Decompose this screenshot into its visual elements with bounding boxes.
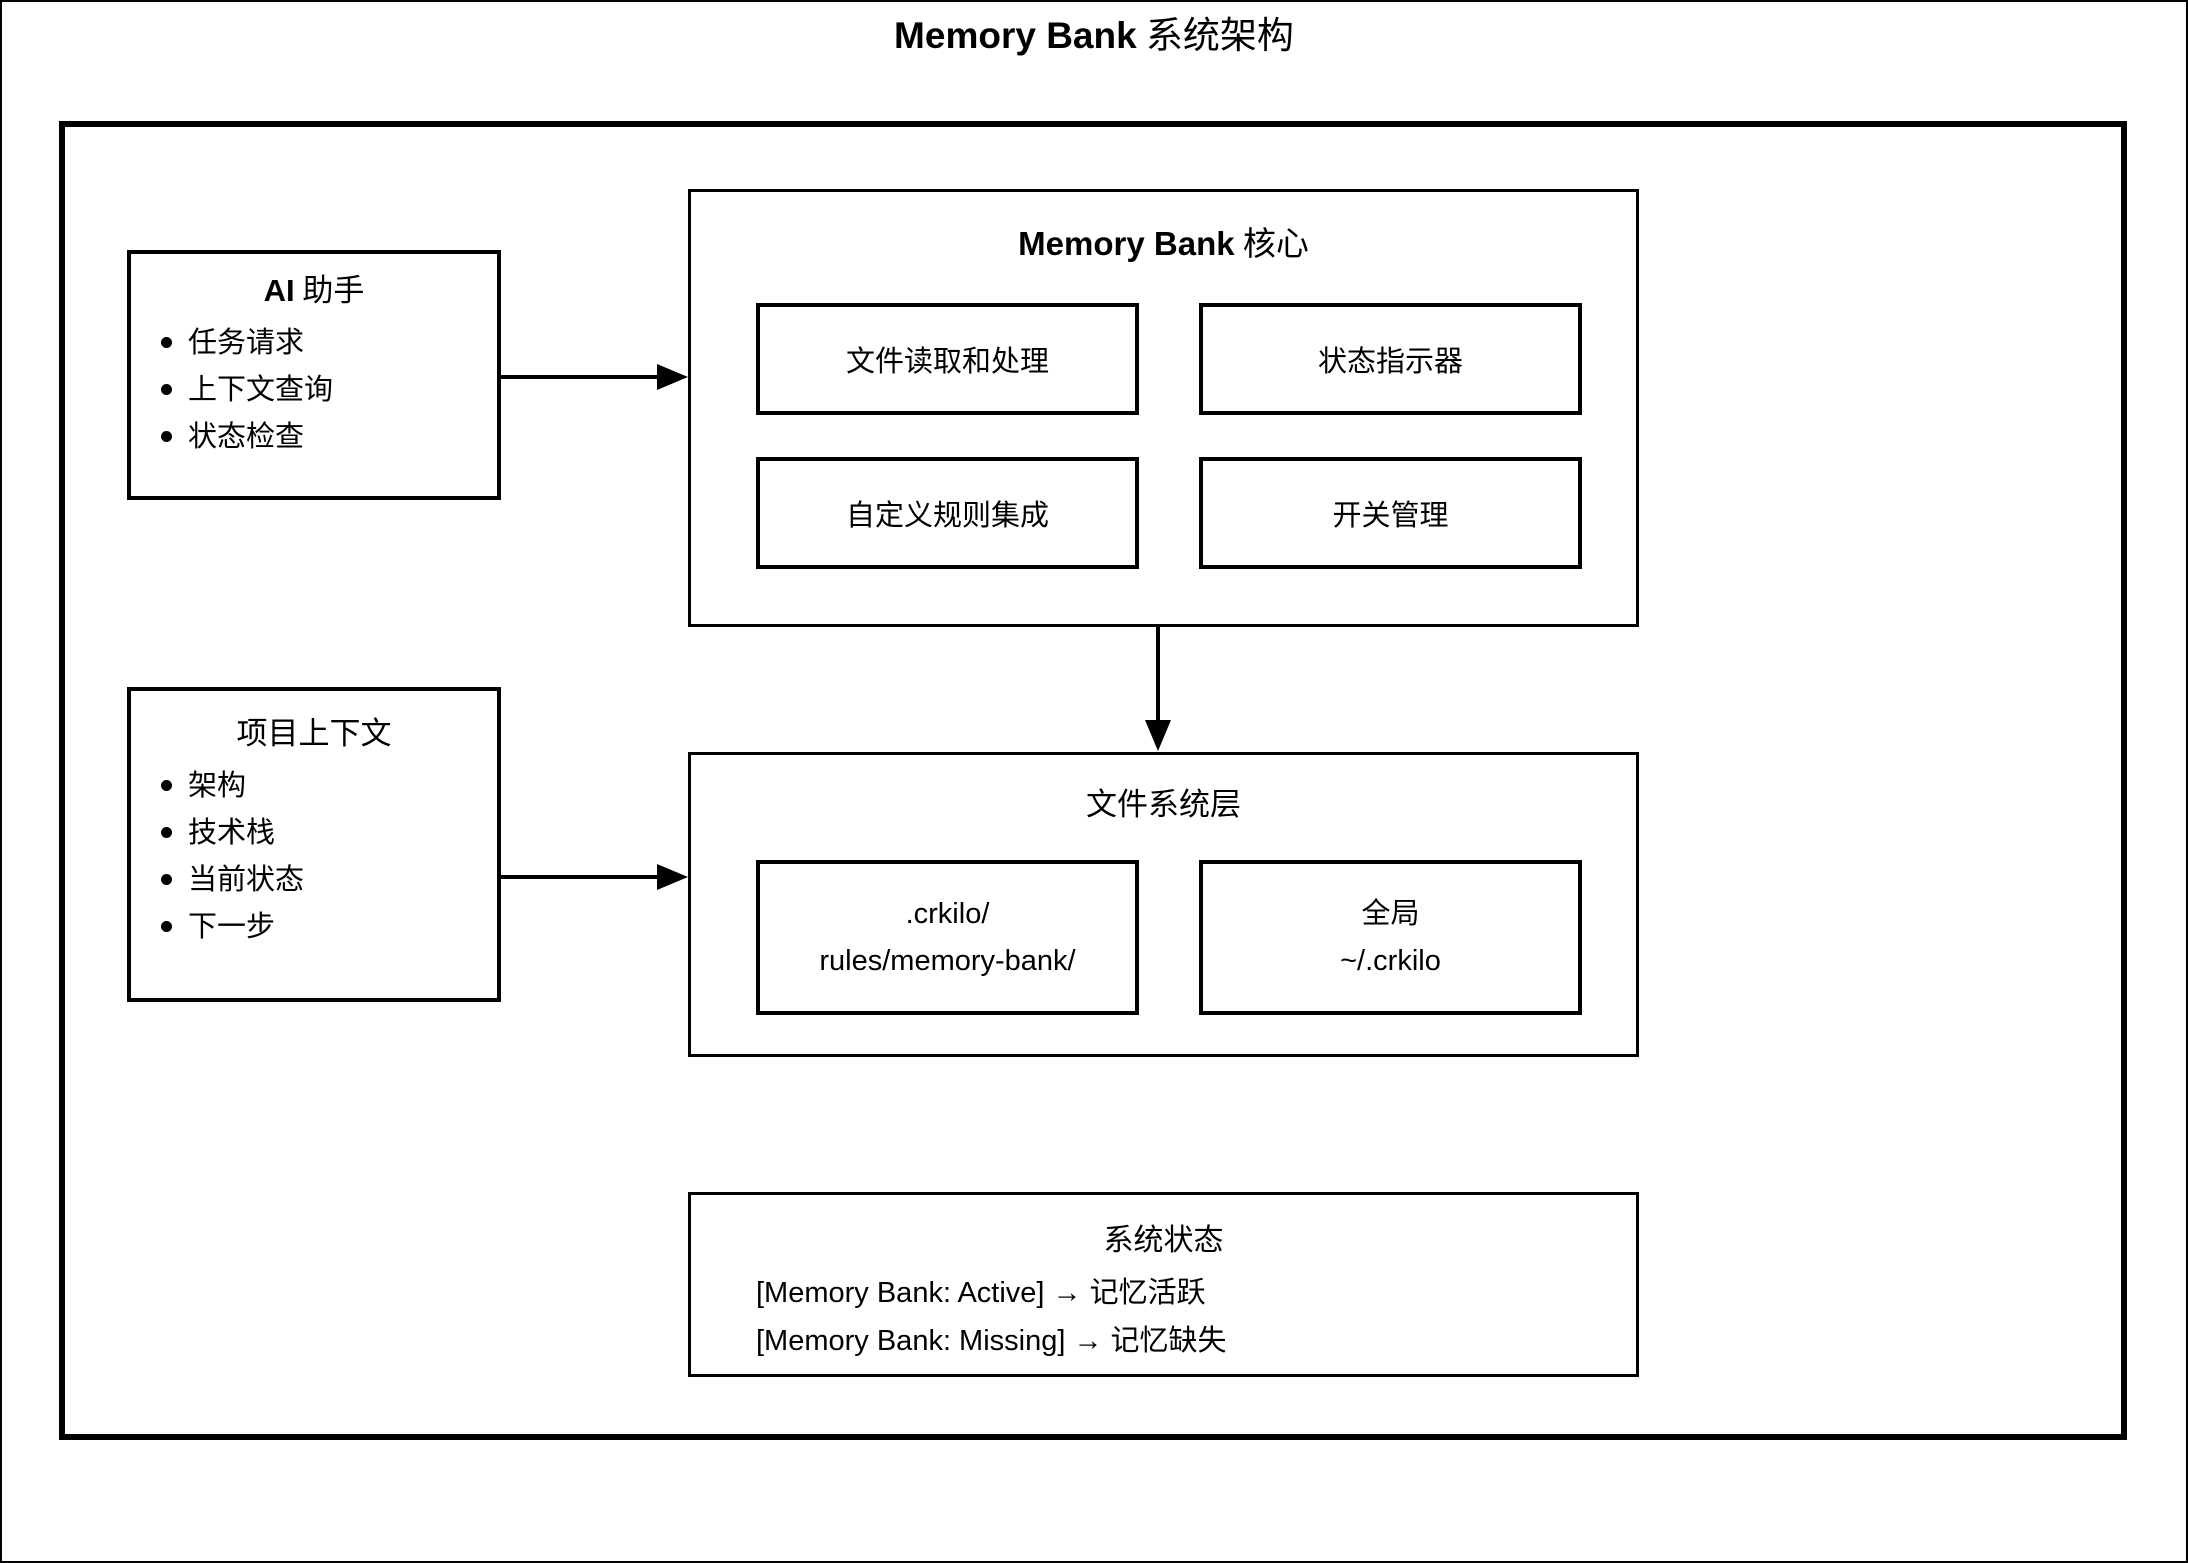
node-project-context-title: 项目上下文 [236,716,392,751]
core-title-cjk: 核心 [1234,227,1309,263]
system-status-lines: [Memory Bank: Active] → 记忆活跃 [Memory Ban… [756,1269,1227,1365]
ai-assistant-bullet-list: 任务请求 上下文查询 状态检查 [161,320,497,461]
core-title-latin: Memory Bank [1018,225,1235,262]
section-filesystem-layer: 文件系统层 .crkilo/ rules/memory-bank/ 全局 ~/.… [688,752,1639,1057]
bullet-item: 任务请求 [161,320,497,367]
fs-node-path-line: ~/.crkilo [1340,944,1441,977]
module-status-indicator: 状态指示器 [1199,303,1582,415]
outer-frame [59,121,2127,1440]
node-ai-assistant-title-latin: AI [263,273,295,308]
fs-node-path-line: .crkilo/ [905,897,990,930]
node-ai-assistant: AI 助手 任务请求 上下文查询 状态检查 [127,250,501,500]
bullet-item: 状态检查 [161,414,497,461]
node-project-context: 项目上下文 架构 技术栈 当前状态 下一步 [127,687,501,1002]
status-line-missing: [Memory Bank: Missing] → 记忆缺失 [756,1325,1227,1357]
fs-node-global-label: 全局 [1361,897,1420,930]
page-title-cjk: 系统架构 [1136,16,1294,57]
arrow-core-to-filesystem-head-icon [1145,720,1171,751]
module-file-read-processing: 文件读取和处理 [756,303,1139,415]
bullet-item: 上下文查询 [161,367,497,414]
section-system-status: 系统状态 [Memory Bank: Active] → 记忆活跃 [Memor… [688,1192,1639,1377]
section-memory-bank-core-title: Memory Bank 核心 [691,224,1636,265]
arrow-context-to-filesystem-line [501,875,659,879]
node-ai-assistant-title-cjk: 助手 [294,273,365,308]
bullet-item: 架构 [161,763,497,810]
bullet-item: 当前状态 [161,857,497,904]
section-filesystem-layer-title: 文件系统层 [1086,787,1241,822]
section-system-status-title: 系统状态 [1103,1224,1224,1257]
arrow-ai-to-core-line [501,375,659,379]
fs-node-global-path: 全局 ~/.crkilo [1199,860,1582,1015]
arrow-core-to-filesystem-line [1156,627,1160,721]
bullet-item: 下一步 [161,904,497,951]
fs-node-path-line: rules/memory-bank/ [819,944,1076,977]
module-switch-management: 开关管理 [1199,457,1582,569]
arrow-ai-to-core-head-icon [657,364,688,390]
status-line-active: [Memory Bank: Active] → 记忆活跃 [756,1277,1206,1309]
section-memory-bank-core: Memory Bank 核心 文件读取和处理 状态指示器 自定义规则集成 开关管… [688,189,1639,627]
node-ai-assistant-title: AI 助手 [131,272,497,310]
fs-node-project-rules-path: .crkilo/ rules/memory-bank/ [756,860,1139,1015]
page-title: Memory Bank 系统架构 [2,14,2186,59]
bullet-item: 技术栈 [161,810,497,857]
page-title-latin: Memory Bank [894,15,1137,56]
arrow-context-to-filesystem-head-icon [657,864,688,890]
project-context-bullet-list: 架构 技术栈 当前状态 下一步 [161,763,497,951]
module-custom-rules-integration: 自定义规则集成 [756,457,1139,569]
